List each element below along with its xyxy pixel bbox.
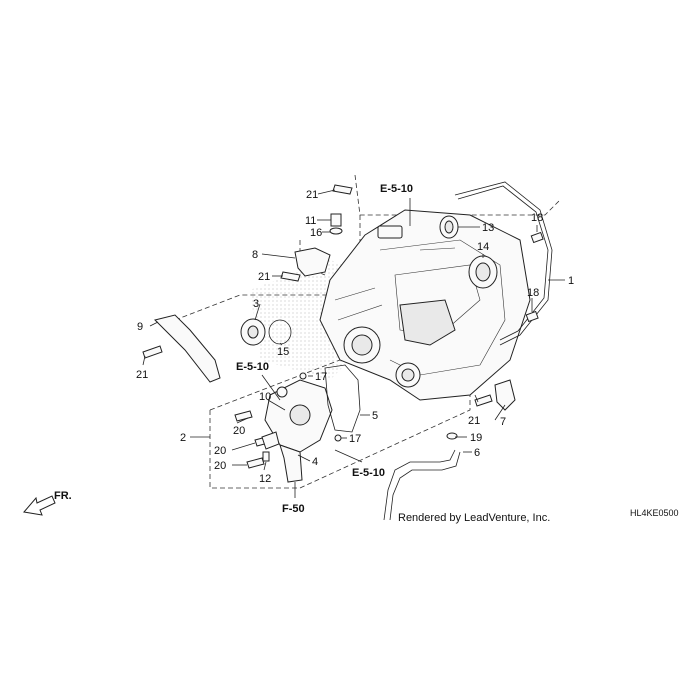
front-direction-arrow: FR.: [23, 490, 72, 516]
plate-10: [261, 431, 280, 450]
references: E-5-10 E-5-10 E-5-10 F-50: [236, 183, 413, 515]
credit-text: Rendered by LeadVenture, Inc.: [398, 512, 550, 524]
crankcase-cover-part: [319, 209, 531, 401]
callout-2: 2: [180, 432, 186, 444]
reference-e-5-10-left: E-5-10: [236, 361, 269, 373]
dowel-pin: [525, 310, 539, 323]
callout-20c: 20: [214, 460, 226, 472]
callout-12: 12: [259, 473, 271, 485]
bolt-20: [246, 457, 265, 469]
reference-e-5-10-top: E-5-10: [380, 183, 413, 195]
bolt-20: [234, 410, 253, 422]
front-label: FR.: [54, 490, 72, 502]
bolts-21: [142, 184, 493, 407]
callout-5: 5: [372, 410, 378, 422]
pin-12: [262, 451, 270, 462]
bracket-9: [154, 314, 221, 383]
callout-21a: 21: [306, 189, 318, 201]
callout-20a: 20: [233, 425, 245, 437]
callout-7: 7: [500, 416, 506, 428]
washer-17: [299, 372, 307, 380]
arrow-icon: [23, 495, 56, 516]
callout-4: 4: [312, 456, 318, 468]
callout-18a: 18: [531, 212, 543, 224]
diagram-code: HL4KE0500: [630, 508, 679, 518]
washer-17: [334, 434, 342, 442]
callout-3: 3: [253, 298, 259, 310]
callout-21c: 21: [136, 369, 148, 381]
callouts: 1 2 3 4 5 6 7 8 9 10 11 12 13 14 15 16 1…: [136, 189, 574, 485]
callout-15: 15: [277, 346, 289, 358]
o-ring-15: [268, 319, 292, 345]
bracket-8: [294, 247, 331, 277]
hose-6: [383, 432, 461, 521]
callout-14: 14: [477, 241, 489, 253]
callout-17b: 17: [349, 433, 361, 445]
reference-f-50: F-50: [282, 503, 305, 515]
bracket-7: [494, 379, 516, 411]
callout-20b: 20: [214, 445, 226, 457]
callout-21d: 21: [468, 415, 480, 427]
gasket: [454, 181, 553, 346]
callout-11: 11: [305, 215, 316, 227]
reference-e-5-10-bottom: E-5-10: [352, 467, 385, 479]
leader-lines: [142, 189, 565, 498]
clip-19: [446, 432, 458, 440]
callout-17a: 17: [315, 371, 327, 383]
callout-16: 16: [310, 227, 322, 239]
dowel-pin: [530, 231, 544, 244]
callout-9: 9: [137, 321, 143, 333]
callout-10: 10: [259, 391, 271, 403]
gasket-5: [324, 364, 361, 433]
callout-18b: 18: [527, 287, 539, 299]
callout-21b: 21: [258, 271, 270, 283]
o-ring: [329, 227, 343, 235]
callout-19: 19: [470, 432, 482, 444]
plug: [330, 213, 342, 227]
callout-1: 1: [568, 275, 574, 287]
callout-8: 8: [252, 249, 258, 261]
callout-13: 13: [482, 222, 494, 234]
callout-6: 6: [474, 447, 480, 459]
water-pump-housing: [264, 379, 333, 483]
